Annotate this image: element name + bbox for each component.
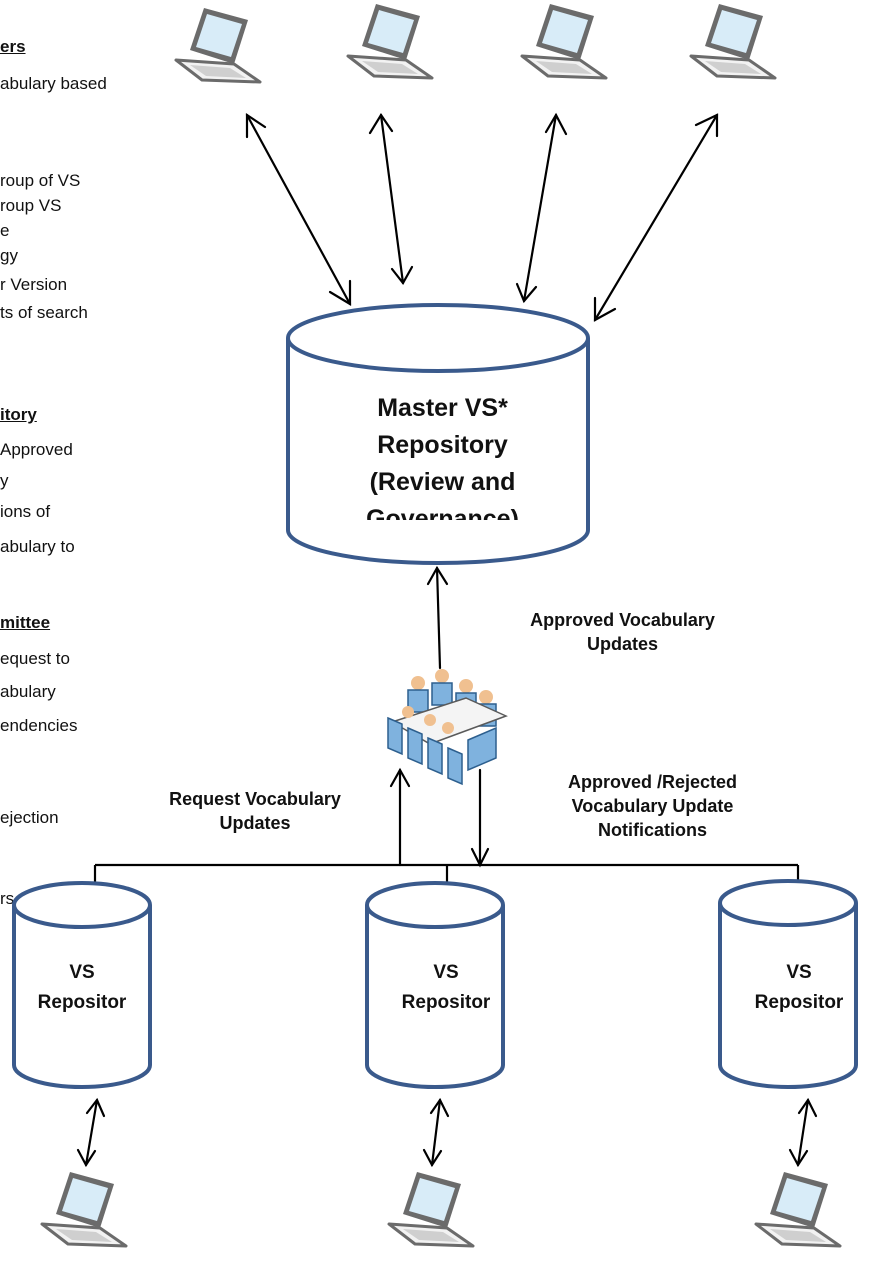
local-repository-cylinder: [365, 881, 505, 1089]
master-repository-label: Master VS* Repository (Review and Govern…: [300, 390, 585, 520]
committee-heading: mittee: [0, 613, 51, 632]
label-line: Request Vocabulary: [169, 789, 341, 809]
repository-line: Approved: [0, 440, 73, 459]
committee-line: ejection: [0, 808, 59, 827]
users-line: abulary based: [0, 74, 107, 93]
label-line: Updates: [586, 634, 658, 654]
local-label-line: Repositor: [37, 992, 127, 1013]
approved-updates-arrow: [426, 565, 449, 670]
laptop-icon: [174, 6, 262, 84]
repository-line: abulary to: [0, 537, 75, 556]
master-label-line: Master VS*: [377, 394, 508, 422]
laptop-icon: [346, 2, 434, 80]
committee-line: endencies: [0, 716, 78, 735]
label-line: Approved Vocabulary: [530, 610, 715, 630]
users-line: e: [0, 221, 10, 240]
users-line: ts of search: [0, 303, 88, 322]
laptop-icon: [754, 1170, 842, 1248]
request-updates-label: Request Vocabulary Updates: [135, 787, 375, 835]
notifications-label: Approved /Rejected Vocabulary Update Not…: [525, 770, 780, 842]
repository-heading: itory: [0, 405, 37, 424]
users-line: roup of VS: [0, 171, 81, 190]
label-line: Approved /Rejected: [567, 772, 738, 792]
local-label-line: VS: [786, 962, 812, 983]
users-line: r Version: [0, 275, 68, 294]
approved-updates-label: Approved Vocabulary Updates: [495, 608, 750, 656]
repository-line: y: [0, 471, 9, 490]
local-repository-cylinder: [12, 881, 152, 1089]
master-label-line: Governance): [366, 505, 519, 520]
local-repository-label: VS Repositor: [734, 958, 864, 1018]
users-line: gy: [0, 246, 18, 265]
client-sync-arrows: [245, 112, 719, 322]
master-repository-cylinder: [286, 303, 590, 565]
users-line: roup VS: [0, 196, 62, 215]
local-label-line: VS: [69, 962, 95, 983]
request-and-notification-arrows: [389, 767, 490, 868]
local-label-line: Repositor: [754, 992, 844, 1013]
local-repository-label: VS Repositor: [17, 958, 147, 1018]
laptop-icon: [520, 2, 608, 80]
local-label-line: VS: [433, 962, 459, 983]
laptop-icon: [689, 2, 777, 80]
local-repository-cylinder: [718, 879, 858, 1089]
label-line: Vocabulary Update: [571, 796, 734, 816]
local-repository-label: VS Repositor: [381, 958, 511, 1018]
local-client-arrows: [76, 1097, 818, 1168]
users-heading: ers: [0, 37, 26, 56]
laptop-icon: [387, 1170, 475, 1248]
local-label-line: Repositor: [401, 992, 491, 1013]
meeting-group-icon: [387, 669, 508, 786]
laptop-icon: [40, 1170, 128, 1248]
master-label-line: (Review and: [369, 468, 516, 496]
master-label-line: Repository: [377, 431, 508, 459]
label-line: Updates: [219, 813, 291, 833]
repository-line: ions of: [0, 502, 51, 521]
label-line: Notifications: [597, 820, 707, 840]
committee-line: equest to: [0, 649, 70, 668]
committee-line: abulary: [0, 682, 56, 701]
